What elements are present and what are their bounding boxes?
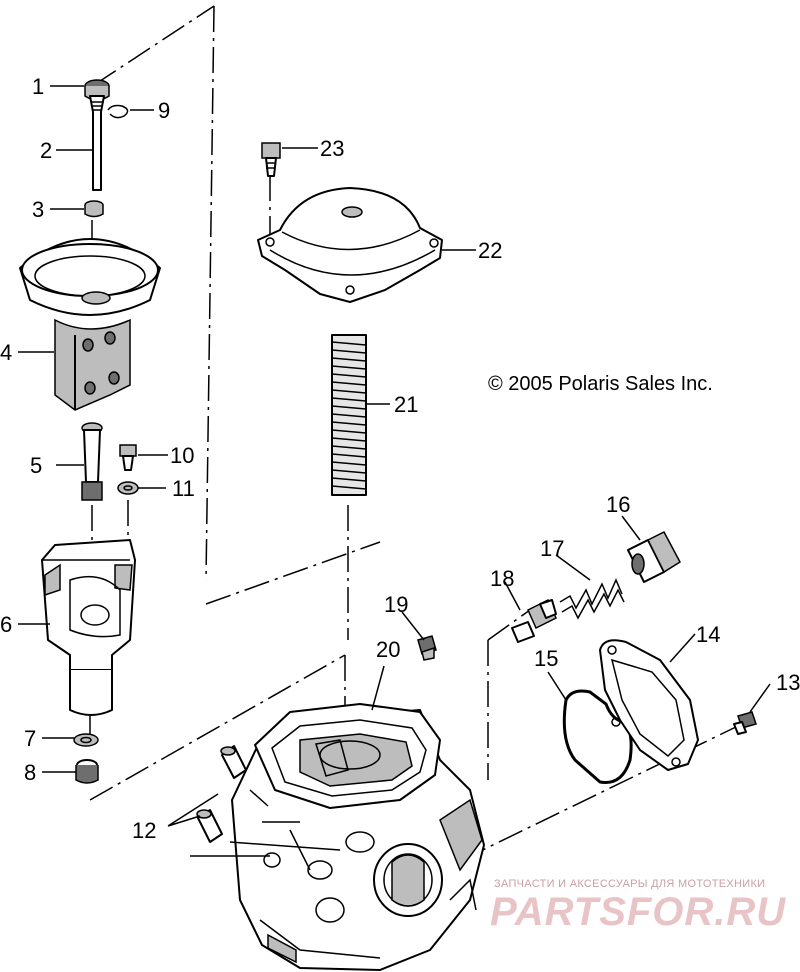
- callout-7: 7: [24, 726, 36, 751]
- callout-21: 21: [394, 392, 418, 417]
- callout-6: 6: [0, 612, 12, 637]
- part-4-diaphragm-slide: [19, 238, 161, 411]
- part-10-screw: [119, 444, 137, 471]
- callout-13: 13: [776, 670, 800, 695]
- callout-19: 19: [384, 592, 408, 617]
- part-9-e-clip: [107, 104, 129, 119]
- callout-15: 15: [534, 646, 558, 671]
- part-5-needle-jet: [81, 422, 103, 501]
- callout-16: 16: [606, 492, 630, 517]
- part-21-spring: [331, 334, 367, 496]
- callout-22: 22: [478, 238, 502, 263]
- callout-3: 3: [32, 197, 44, 222]
- watermark-caption: ЗАПЧАСТИ И АКСЕССУАРЫ ДЛЯ МОТОТЕХНИКИ: [494, 878, 765, 890]
- callout-23: 23: [320, 136, 344, 161]
- callout-12: 12: [132, 818, 156, 843]
- callout-20: 20: [376, 637, 400, 662]
- part-12-plugs: [196, 745, 247, 843]
- callout-14: 14: [696, 622, 720, 647]
- part-23-screw: [261, 142, 281, 177]
- callout-5: 5: [30, 453, 42, 478]
- leader-lines: [18, 85, 771, 857]
- callout-labels: 1 2 3 4 5 6 7 8 9 10 11 12 13 14 15 16 1…: [0, 74, 800, 843]
- part-3-spacer: [84, 200, 104, 218]
- part-11-lock-washer: [117, 481, 139, 495]
- callout-18: 18: [490, 566, 514, 591]
- part-14-cover-plate: [599, 639, 699, 771]
- part-8-main-jet: [75, 759, 99, 784]
- callout-17: 17: [540, 536, 564, 561]
- callout-2: 2: [40, 138, 52, 163]
- part-6-needle-jet-holder: [41, 539, 136, 716]
- callout-8: 8: [24, 760, 36, 785]
- callout-11: 11: [172, 476, 195, 501]
- part-13-screw: [733, 711, 757, 735]
- callout-9: 9: [158, 98, 170, 123]
- part-7-o-ring: [73, 733, 99, 747]
- callout-10: 10: [170, 443, 194, 468]
- callout-1: 1: [32, 74, 44, 99]
- callout-4: 4: [0, 340, 12, 365]
- part-17-spring: [559, 578, 625, 620]
- carburetor-body: [231, 703, 485, 971]
- watermark-brand: PARTSFOR.RU: [490, 890, 786, 934]
- copyright-notice: © 2005 Polaris Sales Inc.: [488, 373, 713, 395]
- part-22-top-cover: [257, 187, 443, 303]
- part-18-valve: [511, 598, 557, 643]
- watermark: ЗАПЧАСТИ И АКСЕССУАРЫ ДЛЯ МОТОТЕХНИКИ PA…: [490, 878, 786, 934]
- part-2-jet-needle: [89, 95, 105, 191]
- part-16-fitting: [627, 531, 681, 583]
- part-19-pilot-jet: [417, 635, 437, 661]
